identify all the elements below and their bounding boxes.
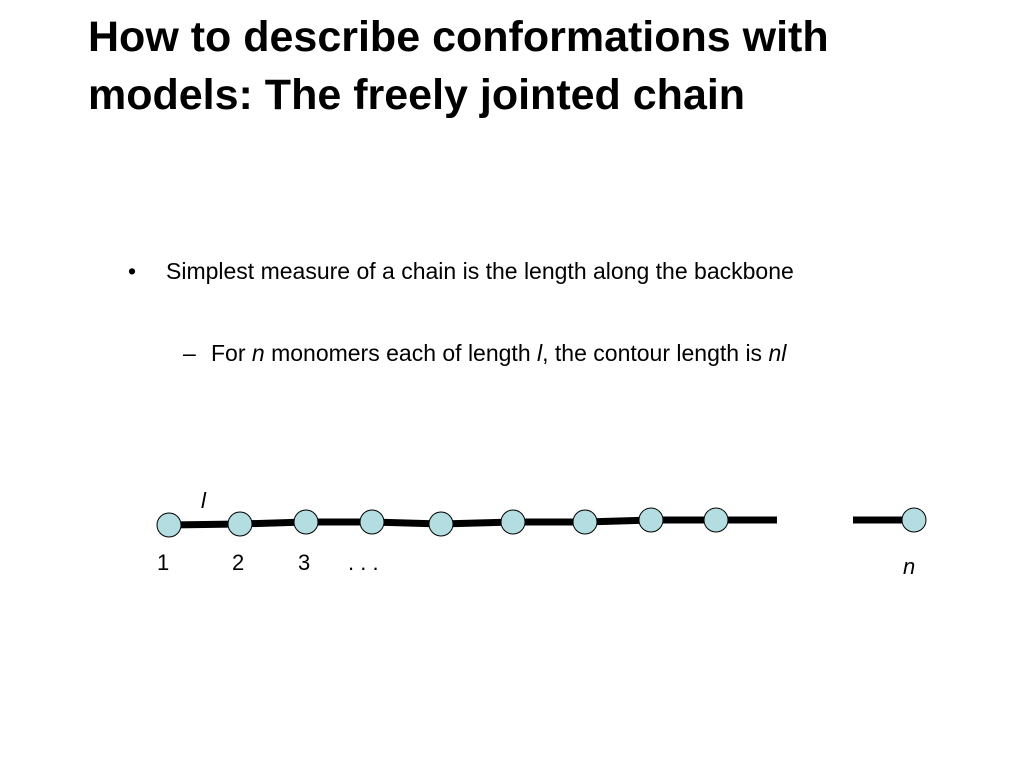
sub-bullet-text-1: For xyxy=(211,340,252,366)
ellipsis-label: . . . xyxy=(348,550,379,575)
slide-title: How to describe conformations with model… xyxy=(88,13,829,119)
monomer-label-2: 2 xyxy=(232,550,244,575)
monomer-bead xyxy=(156,512,182,538)
bullet-level-1: • Simplest measure of a chain is the leng… xyxy=(128,256,794,286)
sub-bullet-text-3: , the contour length is xyxy=(542,340,769,366)
sub-bullet-marker: – xyxy=(183,340,196,366)
monomer-bead xyxy=(500,509,526,535)
monomer-bead xyxy=(703,507,729,533)
sub-bullet-var-l: l xyxy=(537,340,543,366)
monomer-bead xyxy=(901,507,927,533)
monomer-bead xyxy=(428,511,454,537)
bullet-marker: • xyxy=(128,258,137,284)
sub-bullet-text-2: monomers each of length xyxy=(264,340,538,366)
monomer-bead xyxy=(227,511,253,537)
chain-backbone xyxy=(168,516,914,529)
sub-bullet-var-nl: nl xyxy=(768,340,787,366)
sub-bullet-var-n: n xyxy=(251,340,265,366)
bond-length-label: l xyxy=(201,488,207,513)
monomer-bead xyxy=(638,507,664,533)
monomer-label-3: 3 xyxy=(298,550,310,575)
bullet-level-2: –For n monomers each of length l, the co… xyxy=(183,338,786,368)
monomer-label-n: n xyxy=(903,554,915,579)
monomer-label-1: 1 xyxy=(157,550,169,575)
bullet-text: Simplest measure of a chain is the lengt… xyxy=(166,258,794,284)
monomer-bead xyxy=(359,509,385,535)
monomers xyxy=(156,507,927,538)
monomer-bead xyxy=(293,509,319,535)
monomer-bead xyxy=(572,509,598,535)
